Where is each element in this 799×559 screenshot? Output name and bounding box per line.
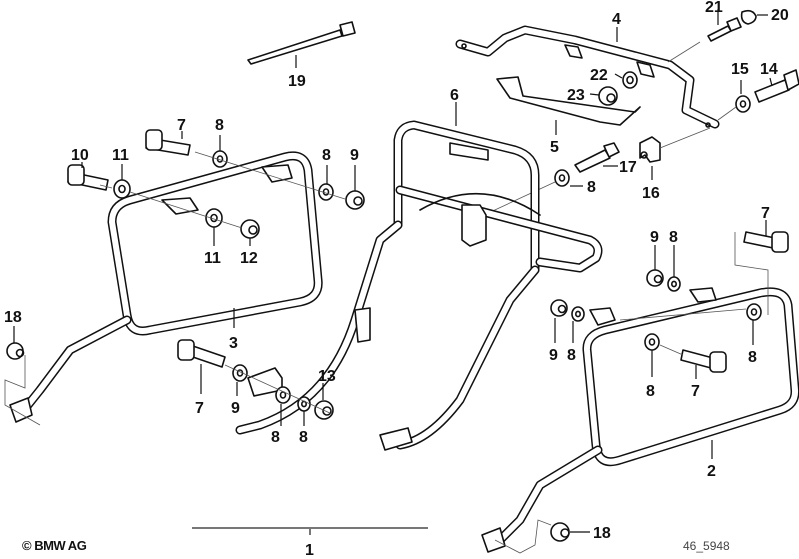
bolt-part-7-b[interactable] (177, 339, 226, 394)
callout-8-f[interactable]: 8 (669, 229, 678, 246)
bolt-part-14[interactable] (754, 69, 799, 103)
callout-8-b[interactable]: 8 (215, 117, 224, 134)
callout-19[interactable]: 19 (288, 73, 306, 90)
callout-17[interactable]: 17 (619, 159, 637, 176)
callout-15[interactable]: 15 (731, 61, 749, 78)
assembly-bracket-part-1 (192, 527, 428, 535)
center-carrier-frame-part-6[interactable] (235, 102, 603, 451)
callout-22[interactable]: 22 (590, 67, 608, 84)
washer-part-11-a[interactable] (113, 164, 131, 199)
callout-11-b[interactable]: 11 (204, 250, 221, 267)
nut-part-18-b[interactable] (550, 522, 590, 542)
callout-8-g[interactable]: 8 (567, 347, 576, 364)
callout-23[interactable]: 23 (567, 87, 585, 104)
callout-18-b[interactable]: 18 (593, 525, 611, 542)
callout-9-a[interactable]: 9 (350, 147, 359, 164)
callout-1[interactable]: 1 (305, 542, 314, 559)
washer-part-8-h[interactable] (644, 333, 660, 377)
left-pannier-frame-part-3[interactable] (9, 151, 323, 423)
callout-11-a[interactable]: 11 (112, 147, 129, 164)
callout-4[interactable]: 4 (612, 11, 621, 28)
nut-part-9-c[interactable] (646, 245, 664, 287)
washer-part-11-b[interactable] (205, 208, 223, 246)
callout-7-a[interactable]: 7 (177, 117, 186, 134)
callout-8-i[interactable]: 8 (748, 349, 757, 366)
washer-part-8-b[interactable] (212, 135, 228, 168)
nut-part-18-a[interactable] (6, 326, 25, 360)
callout-13[interactable]: 8 (271, 429, 280, 446)
callout-9-c[interactable]: 9 (650, 229, 659, 246)
callout-18-a[interactable]: 18 (4, 309, 22, 326)
washer-part-8-d[interactable] (232, 364, 248, 396)
strap-plate-part-5[interactable] (496, 76, 641, 135)
callout-5[interactable]: 5 (550, 139, 559, 156)
copyright-notice: © BMW AG (22, 538, 87, 553)
clamp-part-16[interactable] (639, 136, 661, 180)
bolt-part-7-a[interactable] (145, 129, 191, 156)
callout-10[interactable]: 10 (71, 147, 89, 164)
callout-7-b[interactable]: 7 (195, 400, 204, 417)
nut-part-23[interactable] (589, 86, 618, 106)
callout-8-h[interactable]: 8 (646, 383, 655, 400)
bolt-part-21[interactable] (707, 9, 742, 42)
callout-12[interactable]: 12 (240, 250, 258, 267)
callout-7-d[interactable]: 7 (691, 383, 700, 400)
bolt-part-7-c[interactable] (743, 220, 789, 253)
nut-part-12[interactable] (240, 219, 260, 246)
callout-2[interactable]: 2 (707, 463, 716, 480)
callout-8-c[interactable]: 8 (322, 147, 331, 164)
right-pannier-frame-part-2[interactable] (481, 287, 799, 553)
callout-9-b[interactable]: 13 (318, 368, 336, 385)
callout-16[interactable]: 16 (642, 185, 660, 202)
drawing-number: 46_5948 (683, 539, 730, 553)
cap-part-20[interactable] (740, 9, 768, 25)
callout-8-d[interactable]: 9 (231, 400, 240, 417)
callout-8-a[interactable]: 8 (587, 179, 596, 196)
callout-8-e[interactable]: 8 (299, 429, 308, 446)
bolt-part-10[interactable] (67, 162, 109, 191)
bolt-part-7-d[interactable] (680, 349, 727, 379)
washer-part-8-f[interactable] (667, 245, 681, 292)
bolt-part-17[interactable] (574, 142, 620, 173)
callout-14[interactable]: 14 (760, 61, 778, 78)
callout-9-d[interactable]: 9 (549, 347, 558, 364)
washer-part-22[interactable] (614, 71, 638, 89)
washer-part-8-g[interactable] (571, 306, 585, 343)
callout-3[interactable]: 3 (229, 335, 238, 352)
nut-part-9-a[interactable] (345, 165, 365, 210)
callout-6[interactable]: 6 (450, 87, 459, 104)
washer-part-8-i[interactable] (746, 303, 762, 345)
rear-bracket-part-4[interactable] (455, 25, 720, 129)
callout-20[interactable]: 20 (771, 7, 789, 24)
washer-part-15[interactable] (735, 80, 751, 113)
washer-part-8-a[interactable] (554, 169, 583, 187)
nut-part-9-d[interactable] (550, 299, 568, 343)
callout-7-c[interactable]: 7 (761, 205, 770, 222)
frame-bracket-tab (247, 367, 283, 397)
callout-21[interactable]: 21 (705, 0, 723, 16)
cable-tie-part-19[interactable] (247, 21, 356, 68)
